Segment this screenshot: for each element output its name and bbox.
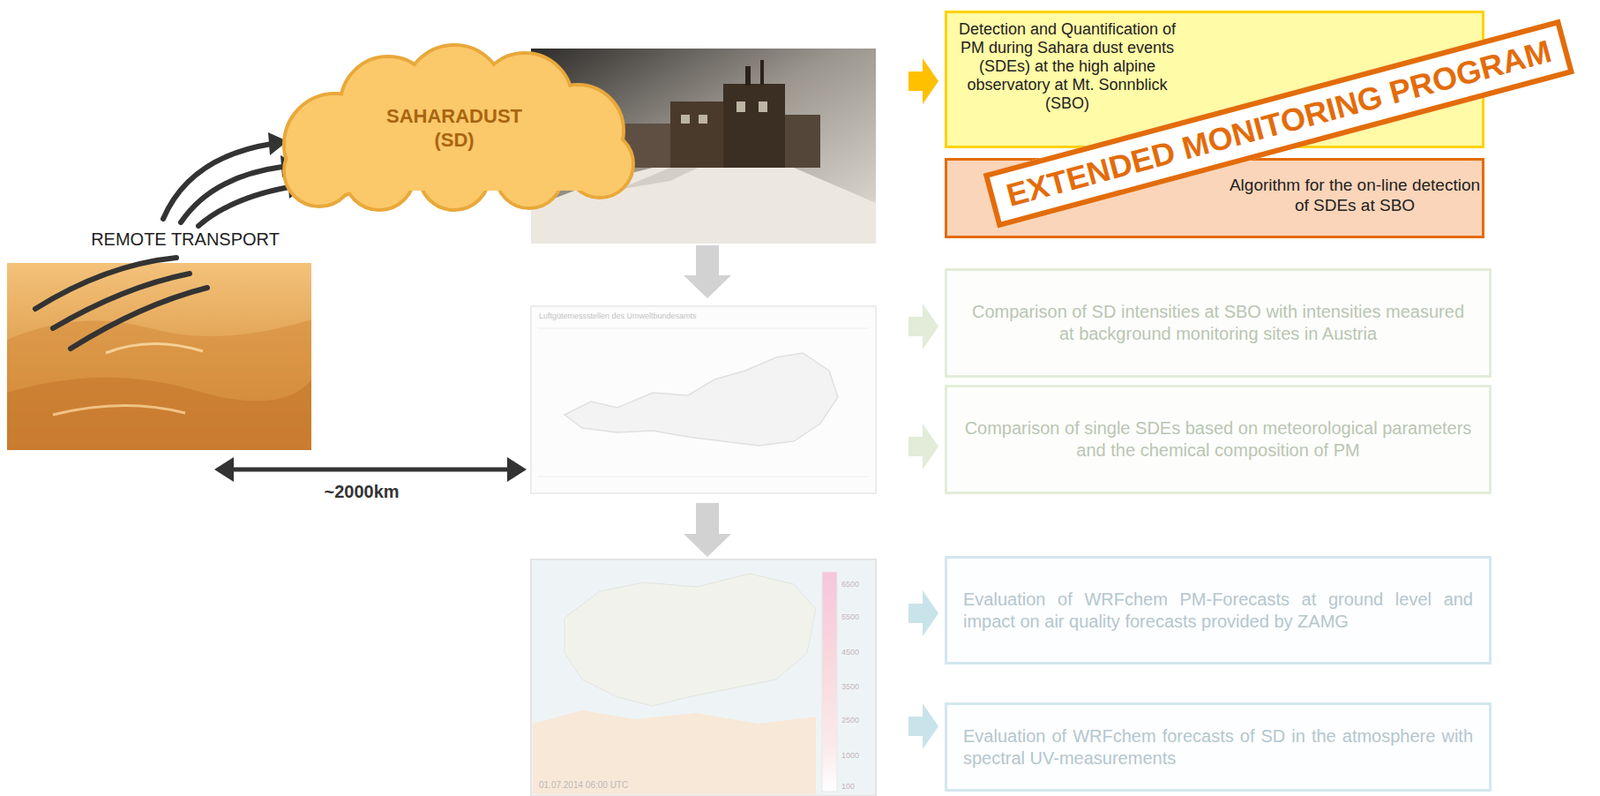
scale-value: 5500 <box>841 612 860 622</box>
scale-value: 3500 <box>841 681 860 692</box>
process-box: Evaluation of WRFchem forecasts of SD in… <box>944 702 1492 792</box>
distance-label: ~2000km <box>264 480 459 502</box>
transport-label: REMOTE TRANSPORT <box>52 228 318 250</box>
cloud-outline <box>264 40 644 215</box>
map-title: Luftgütemessstellen des Umweltbundesamts <box>538 311 697 322</box>
label-patch: REMOTE TRANSPORT <box>87 229 284 249</box>
scale-value: 100 <box>841 781 855 792</box>
distance-arrow <box>214 456 527 482</box>
transport-arcs <box>35 143 290 349</box>
box-text: SAHARADUST (SD) <box>379 104 530 152</box>
europe-forecast-map <box>530 559 876 796</box>
process-box: Comparison of SD intensities at SBO with… <box>944 268 1492 378</box>
austria-map <box>530 306 876 494</box>
desert-photo <box>7 262 312 450</box>
box-text: Evaluation of WRFchem forecasts of SD in… <box>963 725 1473 770</box>
box-text: Comparison of single SDEs based on meteo… <box>963 417 1473 462</box>
timestamp: 01.07.2014 06:00 UTC <box>538 779 629 791</box>
scale-value: 4500 <box>841 647 860 658</box>
box-text: Detection and Quantification of PM durin… <box>956 20 1179 113</box>
box-text: Algorithm for the on-line detection of S… <box>1228 174 1481 216</box>
process-box: Evaluation of WRFchem PM-Forecasts at gr… <box>944 555 1492 665</box>
scale-value: 2500 <box>841 715 860 726</box>
scale-value: 1000 <box>841 750 860 761</box>
box-text: Comparison of SD intensities at SBO with… <box>963 300 1473 345</box>
box-text: Evaluation of WRFchem PM-Forecasts at gr… <box>963 588 1473 633</box>
cloud-shape: SAHARADUST (SD) <box>264 40 644 215</box>
scale-value: 6500 <box>841 579 860 590</box>
process-box: Comparison of single SDEs based on meteo… <box>944 384 1492 494</box>
